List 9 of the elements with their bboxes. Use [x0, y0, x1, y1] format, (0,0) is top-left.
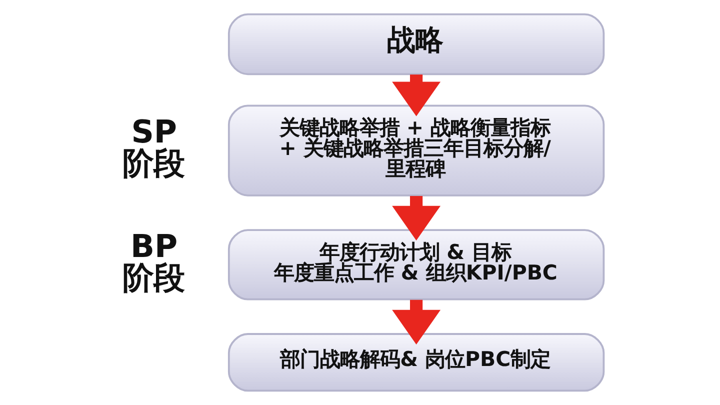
- label: SP 阶段: [122, 114, 185, 182]
- label: BP 阶段: [122, 228, 185, 296]
- arrow: [392, 300, 441, 345]
- node-box: 战略: [228, 13, 605, 76]
- arrow: [392, 196, 441, 240]
- node-box: 部门战略解码& 岗位PBC制定: [228, 333, 605, 392]
- node-box: 关键战略举措 + 战略衡量指标 + 关键战略举措三年目标分解/里程碑: [228, 104, 605, 196]
- arrow: [392, 74, 441, 116]
- node-box: 年度行动计划 & 目标 年度重点工作 & 组织KPI/PBC: [228, 229, 605, 300]
